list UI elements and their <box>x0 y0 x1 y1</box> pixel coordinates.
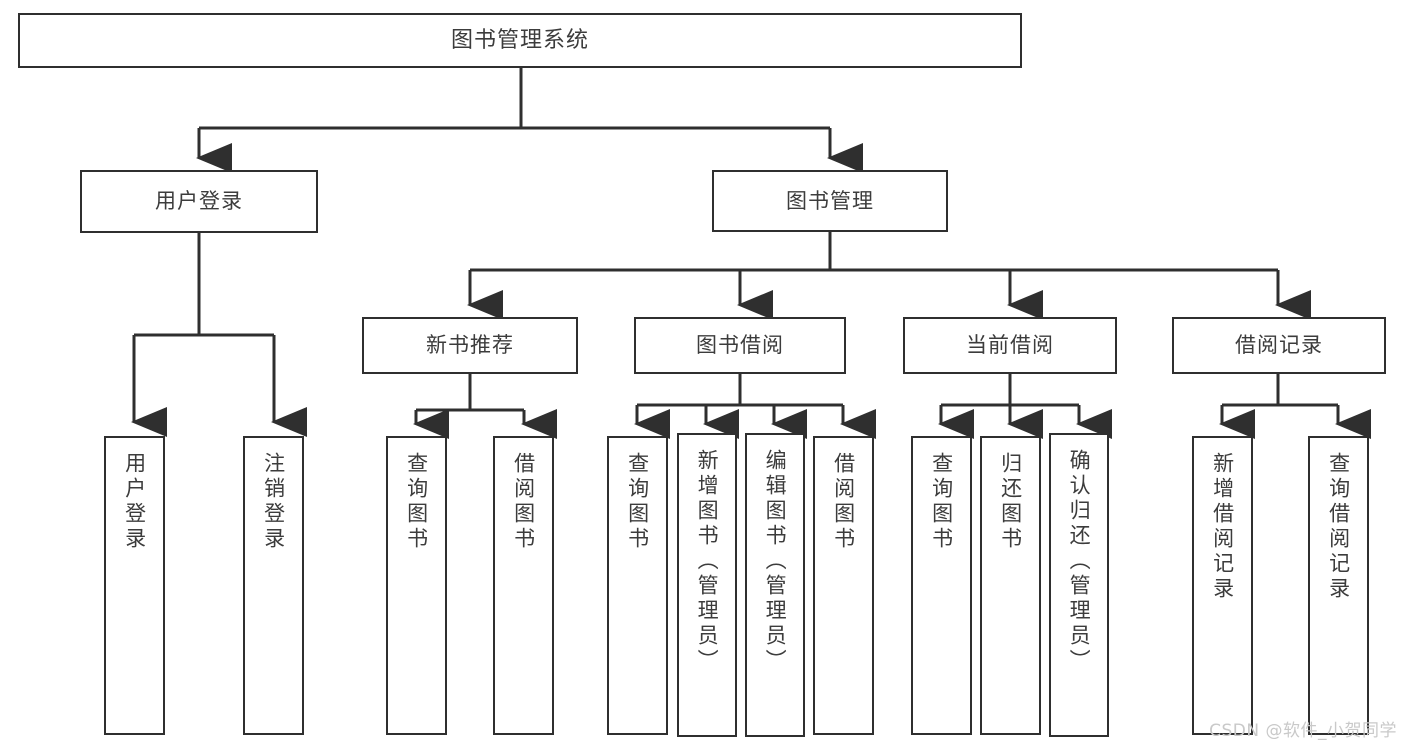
node-label: 当前借阅 <box>966 333 1054 358</box>
leaf-add-book[interactable]: 新增图书（管理员） <box>677 433 737 737</box>
node-book-management[interactable]: 图书管理 <box>712 170 948 232</box>
leaf-query-record[interactable]: 查询借阅记录 <box>1308 436 1369 735</box>
node-current-borrow[interactable]: 当前借阅 <box>903 317 1117 374</box>
node-label: 借阅记录 <box>1235 333 1323 358</box>
node-label: 新增借阅记录 <box>1210 452 1235 602</box>
node-label: 借阅图书 <box>511 452 536 552</box>
node-label: 查询图书 <box>404 452 429 552</box>
node-label: 新增图书（管理员） <box>695 449 720 674</box>
node-label: 编辑图书（管理员） <box>763 449 788 674</box>
node-label: 新书推荐 <box>426 333 514 358</box>
node-label: 图书管理系统 <box>450 27 589 53</box>
leaf-borrow-book-borrow[interactable]: 借阅图书 <box>813 436 874 735</box>
node-label: 确认归还（管理员） <box>1067 449 1092 674</box>
node-label: 图书管理 <box>786 188 874 213</box>
node-new-book-recommend[interactable]: 新书推荐 <box>362 317 578 374</box>
leaf-add-record[interactable]: 新增借阅记录 <box>1192 436 1253 735</box>
node-label: 归还图书 <box>998 452 1023 552</box>
node-label: 图书借阅 <box>696 333 784 358</box>
leaf-user-login[interactable]: 用户登录 <box>104 436 165 735</box>
leaf-return-book[interactable]: 归还图书 <box>980 436 1041 735</box>
csdn-watermark: CSDN @软件_小贺同学 <box>1209 721 1397 741</box>
leaf-logout[interactable]: 注销登录 <box>243 436 304 735</box>
node-label: 查询图书 <box>625 452 650 552</box>
node-label: 借阅图书 <box>831 452 856 552</box>
node-label: 注销登录 <box>261 452 286 552</box>
node-borrow-record[interactable]: 借阅记录 <box>1172 317 1386 374</box>
node-label: 用户登录 <box>122 452 147 552</box>
leaf-query-book-current[interactable]: 查询图书 <box>911 436 972 735</box>
leaf-query-book-new[interactable]: 查询图书 <box>386 436 447 735</box>
node-root-system[interactable]: 图书管理系统 <box>18 13 1022 68</box>
node-label: 查询图书 <box>929 452 954 552</box>
leaf-borrow-book-new[interactable]: 借阅图书 <box>493 436 554 735</box>
leaf-confirm-return[interactable]: 确认归还（管理员） <box>1049 433 1109 737</box>
leaf-query-book-borrow[interactable]: 查询图书 <box>607 436 668 735</box>
node-user-login[interactable]: 用户登录 <box>80 170 318 233</box>
leaf-edit-book[interactable]: 编辑图书（管理员） <box>745 433 805 737</box>
node-label: 用户登录 <box>155 189 243 214</box>
node-book-borrow[interactable]: 图书借阅 <box>634 317 846 374</box>
node-label: 查询借阅记录 <box>1326 452 1351 602</box>
